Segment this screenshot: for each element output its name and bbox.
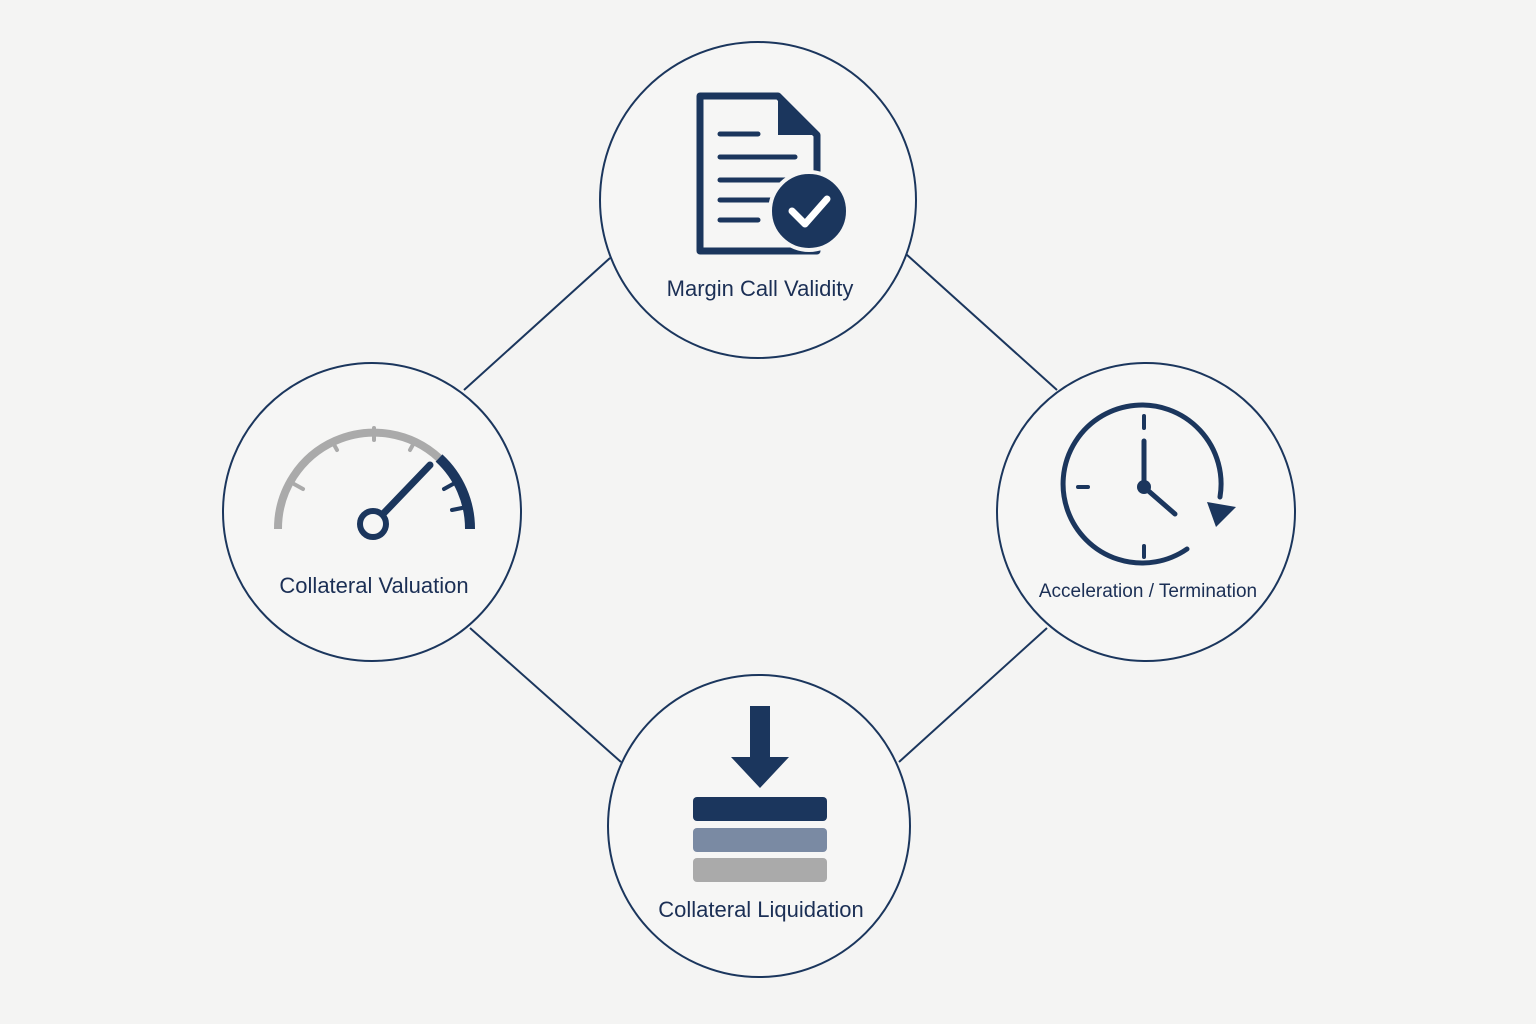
stack-layer-top bbox=[693, 797, 827, 821]
node-collateral-liquidation[interactable]: Collateral Liquidation bbox=[607, 674, 911, 978]
clock-icon bbox=[1060, 402, 1236, 566]
node-label: Collateral Valuation bbox=[279, 573, 468, 598]
node-margin-call-validity[interactable]: Margin Call Validity bbox=[599, 41, 917, 359]
edge-margin-to-valuation bbox=[463, 257, 611, 391]
stack-download-icon bbox=[693, 706, 827, 882]
node-acceleration-termination[interactable]: Acceleration / Termination bbox=[996, 362, 1296, 662]
connectors bbox=[463, 253, 1058, 763]
node-label: Margin Call Validity bbox=[667, 276, 854, 301]
node-collateral-valuation[interactable]: Collateral Valuation bbox=[222, 362, 522, 662]
edge-margin-to-acceleration bbox=[905, 253, 1058, 391]
edge-valuation-to-liquidation bbox=[469, 627, 622, 763]
stack-layer-bottom bbox=[693, 858, 827, 882]
node-label: Acceleration / Termination bbox=[1039, 581, 1257, 602]
document-check-icon bbox=[696, 92, 850, 255]
node-circle bbox=[996, 362, 1296, 662]
stack-layer-middle bbox=[693, 828, 827, 852]
edge-acceleration-to-liquidation bbox=[898, 627, 1048, 763]
gauge-icon bbox=[273, 426, 476, 540]
node-label: Collateral Liquidation bbox=[658, 897, 863, 922]
node-circle bbox=[607, 674, 911, 978]
